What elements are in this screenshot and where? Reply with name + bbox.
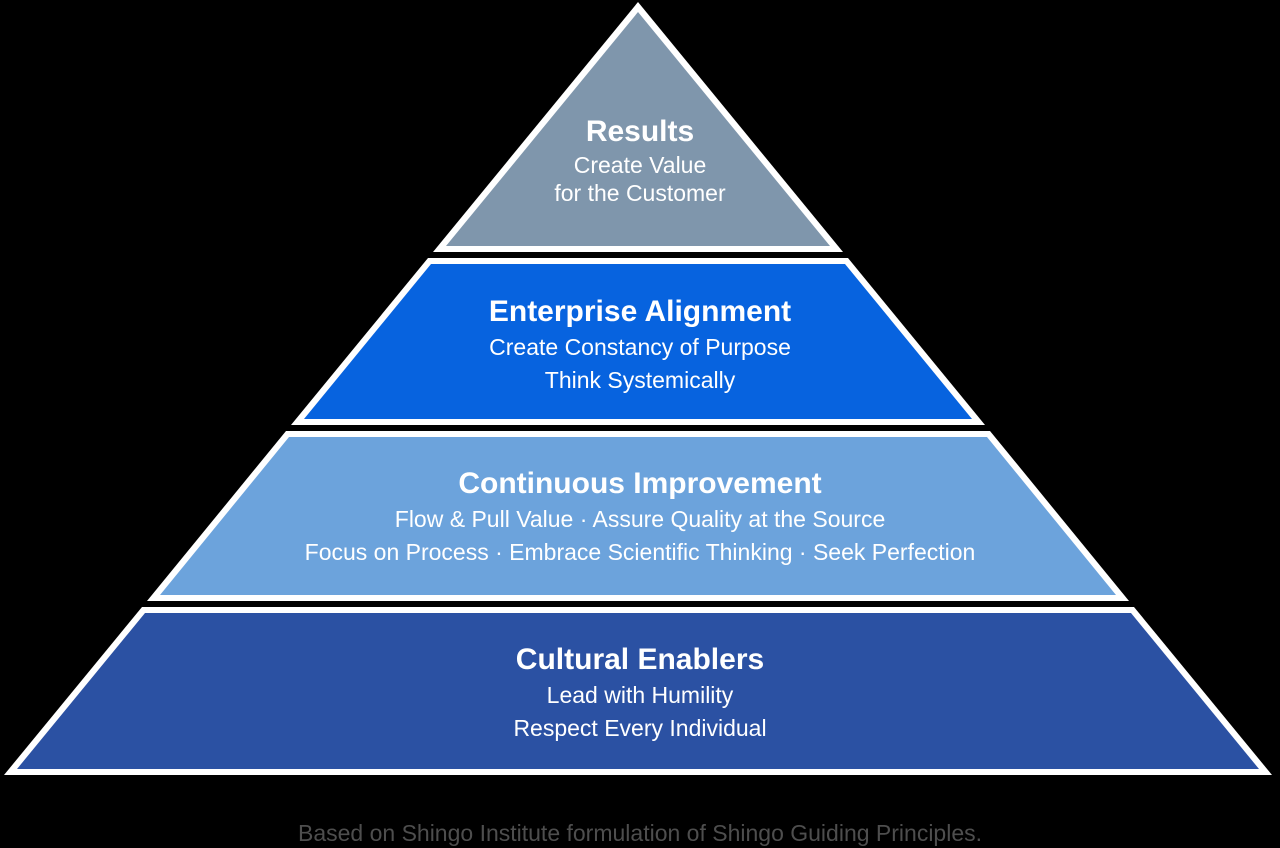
tier-results-shape [446, 12, 830, 246]
tier-cultural-enablers-shape [17, 613, 1259, 769]
tier-continuous-improvement-shape [160, 437, 1116, 595]
attribution-caption: Based on Shingo Institute formulation of… [297, 820, 983, 846]
tier-enterprise-alignment-shape [304, 264, 972, 419]
